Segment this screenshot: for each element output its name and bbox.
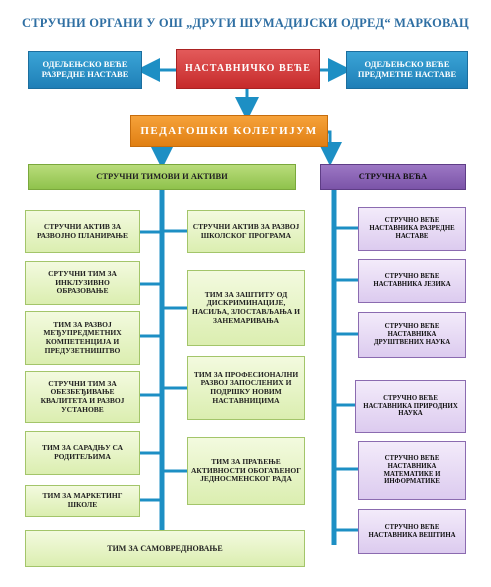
council-box: СТРУЧНО ВЕЋЕ НАСТАВНИКА ЈЕЗИКА [358, 259, 466, 303]
council-box: СТРУЧНО ВЕЋЕ НАСТАВНИКА ПРИРОДНИХ НАУКА [355, 380, 466, 433]
team-box: СРТУЧНИ ТИМ ЗА ИНКЛУЗИВНО ОБРАЗОВАЊЕ [25, 261, 140, 305]
council-box: СТРУЧНО ВЕЋЕ НАСТАВНИКА РАЗРЕДНЕ НАСТАВЕ [358, 207, 466, 251]
team-box: ТИМ ЗА ПРАЋЕЊЕ АКТИВНОСТИ ОБОГАЋЕНОГ ЈЕД… [187, 437, 305, 505]
team-box: ТИМ ЗА ПРОФЕСИОНАЛНИ РАЗВОЈ ЗАПОСЛЕНИХ И… [187, 356, 305, 420]
class-council-subject: ОДЕЉЕЊСКО ВЕЋЕ ПРЕДМЕТНЕ НАСТАВЕ [346, 51, 468, 89]
team-box: ТИМ ЗА МАРКЕТИНГ ШКОЛЕ [25, 485, 140, 517]
self-evaluation-team: ТИМ ЗА САМОВРЕДНОВАЊЕ [25, 530, 305, 567]
council-box: СТРУЧНО ВЕЋЕ НАСТАВНИКА ДРУШТВЕНИХ НАУКА [358, 312, 466, 358]
class-council-primary: ОДЕЉЕЊСКО ВЕЋЕ РАЗРЕДНЕ НАСТАВЕ [28, 51, 142, 89]
teams-header: СТРУЧНИ ТИМОВИ И АКТИВИ [28, 164, 296, 190]
teachers-council: НАСТАВНИЧКО ВЕЋЕ [176, 49, 320, 89]
pedagogical-collegium: ПЕДАГОШКИ КОЛЕГИЈУМ [130, 115, 328, 147]
team-box: СТРУЧНИ АКТИВ ЗА РАЗВОЈНО ПЛАНИРАЊЕ [25, 210, 140, 253]
team-box: ТИМ ЗА ЗАШТИТУ ОД ДИСКРИМИНАЦИЈЕ, НАСИЉА… [187, 270, 305, 346]
council-box: СТРУЧНО ВЕЋЕ НАСТАВНИКА ВЕШТИНА [358, 509, 466, 554]
team-box: СТРУЧНИ ТИМ ЗА ОБЕЗБЕЂИВАЊЕ КВАЛИТЕТА И … [25, 371, 140, 423]
chart-title: СТРУЧНИ ОРГАНИ У ОШ „ДРУГИ ШУМАДИЈСКИ ОД… [22, 16, 469, 30]
team-box: СТРУЧНИ АКТИВ ЗА РАЗВОЈ ШКОЛСКОГ ПРОГРАМ… [187, 210, 305, 253]
team-box: ТИМ ЗА РАЗВОЈ МЕЂУПРЕДМЕТНИХ КОМПЕТЕНЦИЈ… [25, 311, 140, 365]
team-box: ТИМ ЗА САРАДЊУ СА РОДИТЕЉИМА [25, 431, 140, 475]
councils-header: СТРУЧНА ВЕЋА [320, 164, 466, 190]
council-box: СТРУЧНО ВЕЋЕ НАСТАВНИКА МАТЕМАТИКЕ И ИНФ… [358, 441, 466, 500]
